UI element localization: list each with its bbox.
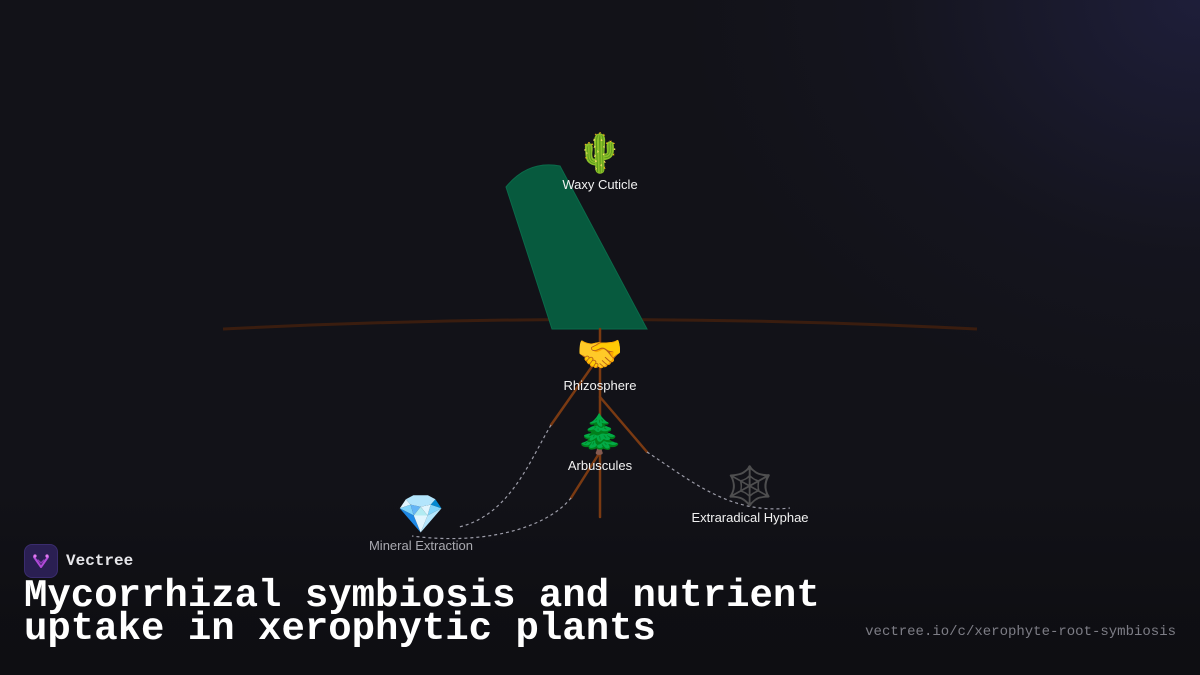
connector-to-mineral-lower — [411, 497, 572, 540]
brand-name: Vectree — [66, 552, 134, 570]
node-rhizosphere: 🤝 Rhizosphere — [564, 332, 637, 393]
spider-web-icon: 🕸️ — [726, 464, 774, 508]
node-extraradical-hyphae: 🕸️ Extraradical Hyphae — [691, 464, 808, 525]
handshake-icon: 🤝 — [576, 332, 624, 376]
root-branch-left-upper — [549, 353, 602, 427]
page-title: Mycorrhizal symbiosis and nutrient uptak… — [24, 574, 820, 651]
node-label: Arbuscules — [567, 458, 633, 473]
root-branch-left-lower — [569, 450, 602, 500]
root-branch-right — [598, 395, 649, 454]
node-arbuscules: 🌲 Arbuscules — [568, 412, 632, 473]
node-label: Extraradical Hyphae — [691, 510, 809, 525]
node-label: Mineral Extraction — [368, 538, 474, 553]
connector-lines — [411, 424, 791, 540]
node-label: Waxy Cuticle — [562, 177, 638, 192]
cactus-icon: 🌵 — [576, 131, 624, 175]
node-waxy-cuticle: 🌵 Waxy Cuticle — [562, 131, 637, 192]
vectree-logo-icon — [24, 544, 58, 578]
source-url[interactable]: vectree.io/c/xerophyte-root-symbiosis — [865, 624, 1176, 640]
connector-to-mineral-upper — [458, 424, 552, 528]
root-system — [549, 327, 649, 519]
node-mineral-extraction: 💎 Mineral Extraction — [369, 492, 473, 553]
plant-leaf — [505, 164, 648, 330]
evergreen-tree-icon: 🌲 — [576, 412, 624, 456]
node-label: Rhizosphere — [563, 378, 637, 393]
brand: Vectree — [24, 544, 133, 578]
gem-icon: 💎 — [397, 492, 445, 536]
